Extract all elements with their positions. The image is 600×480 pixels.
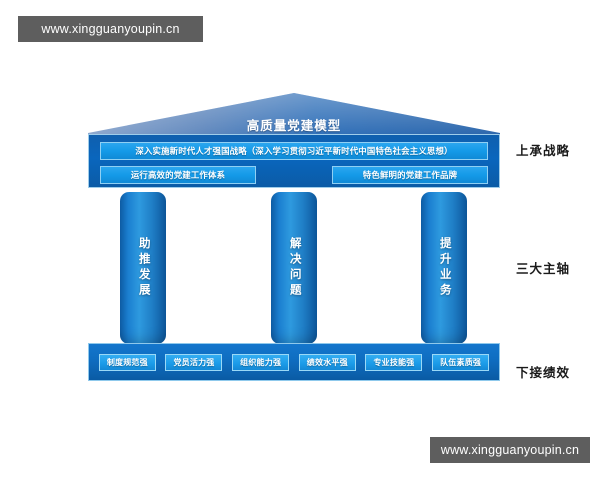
performance-chip: 党员活力强 <box>165 353 223 371</box>
pillar-group: 助推发展 解决问题 提升业务 <box>88 192 500 344</box>
performance-chip: 专业技能强 <box>365 353 423 371</box>
tier-label-performance: 下接绩效 <box>516 366 571 380</box>
performance-chip: 组织能力强 <box>232 353 290 371</box>
pillar-label: 解决问题 <box>288 237 301 299</box>
strategy-sub-banner-row: 运行高效的党建工作体系 特色鲜明的党建工作品牌 <box>100 166 488 184</box>
strategy-block: 深入实施新时代人才强国战略（深入学习贯彻习近平新时代中国特色社会主义思想） 运行… <box>88 134 500 188</box>
strategy-main-banner: 深入实施新时代人才强国战略（深入学习贯彻习近平新时代中国特色社会主义思想） <box>100 142 488 160</box>
page-title: 高质量党建模型 <box>246 119 342 133</box>
tier-label-pillars: 三大主轴 <box>516 262 571 276</box>
strategy-sub-banner-brand: 特色鲜明的党建工作品牌 <box>332 166 488 184</box>
pillar-solve-problems: 解决问题 <box>271 192 317 344</box>
watermark-top: www.xingguanyoupin.cn <box>18 16 203 42</box>
performance-chip: 绩效水平强 <box>298 353 356 371</box>
performance-chip: 队伍素质强 <box>432 353 490 371</box>
watermark-bottom: www.xingguanyoupin.cn <box>430 437 590 463</box>
pillar-label: 助推发展 <box>137 237 150 299</box>
pediment-shape <box>88 93 500 137</box>
pediment-roof: 高质量党建模型 <box>88 93 500 137</box>
pillar-promote-development: 助推发展 <box>120 192 166 344</box>
performance-base-bar: 制度规范强 党员活力强 组织能力强 绩效水平强 专业技能强 队伍素质强 <box>88 343 500 381</box>
pillar-label: 提升业务 <box>438 237 451 299</box>
strategy-sub-banner-system: 运行高效的党建工作体系 <box>100 166 256 184</box>
pillar-improve-business: 提升业务 <box>421 192 467 344</box>
performance-chip: 制度规范强 <box>98 353 156 371</box>
tier-label-strategy: 上承战略 <box>516 144 571 158</box>
